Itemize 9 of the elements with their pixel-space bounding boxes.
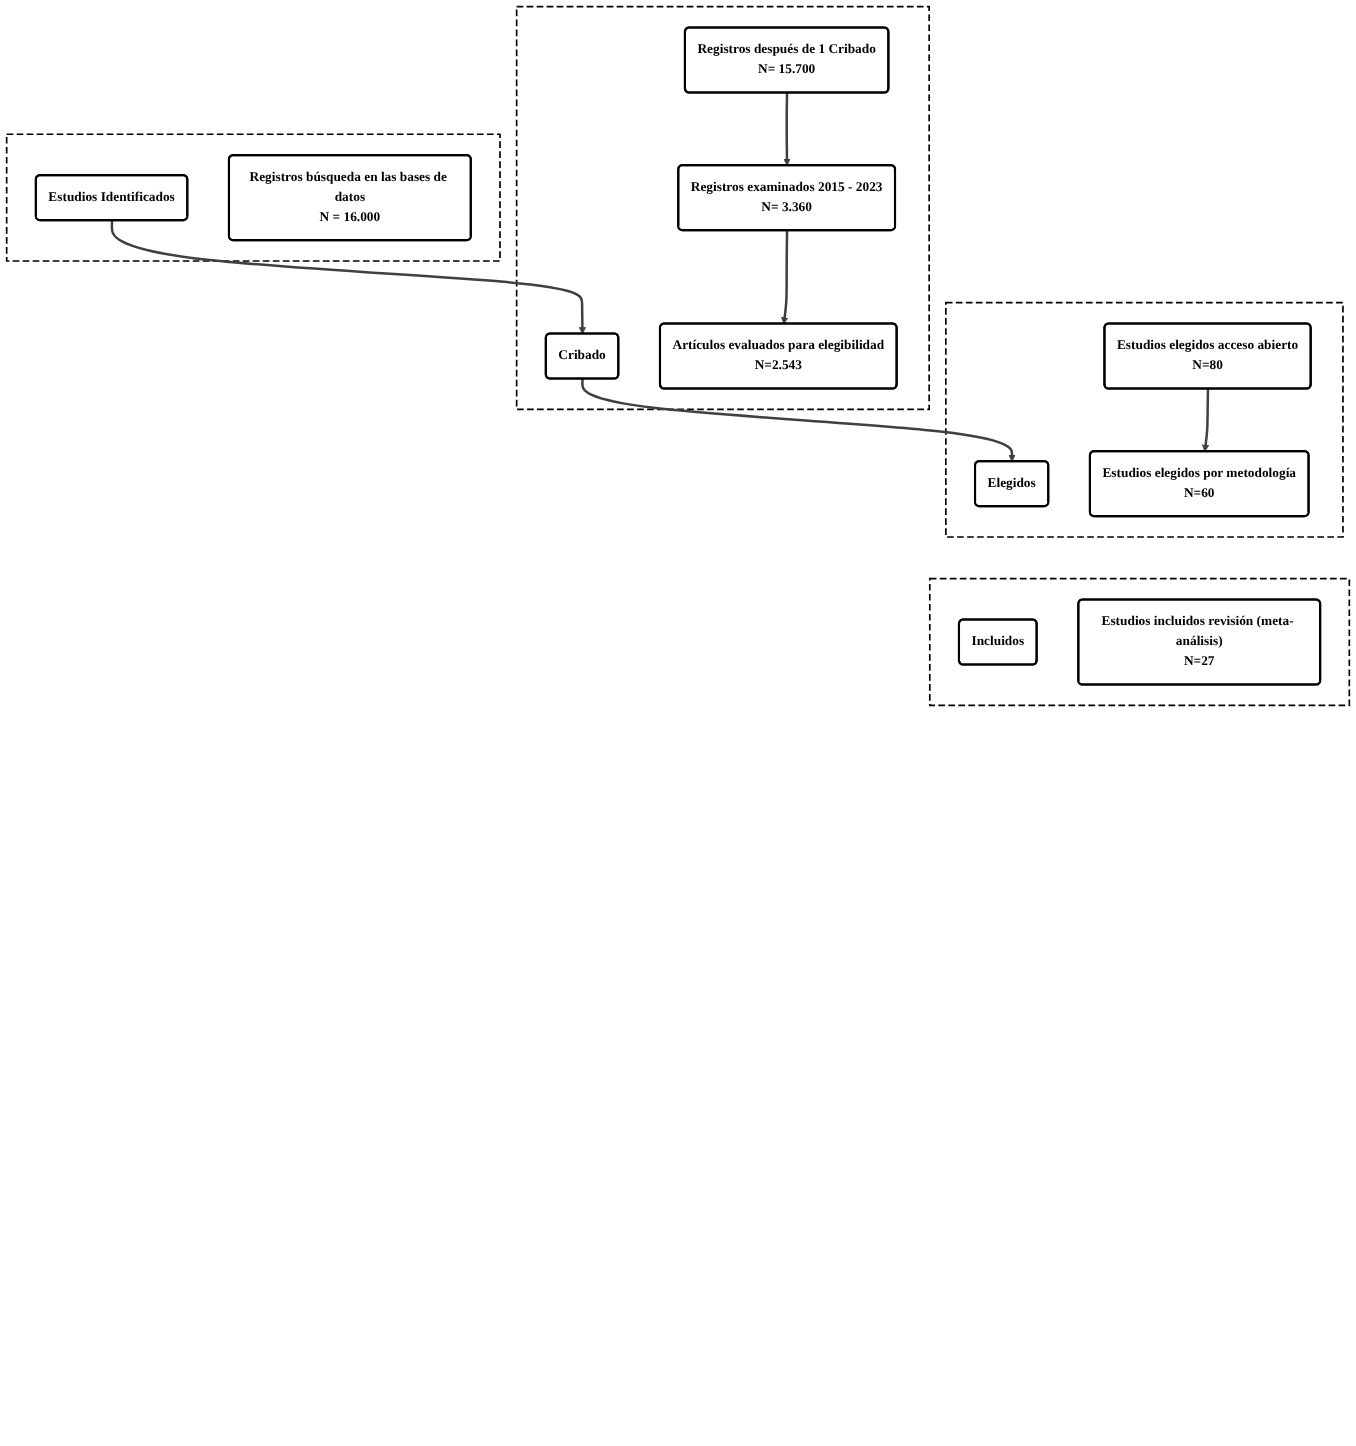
arrow	[581, 378, 1016, 462]
arrow	[1202, 388, 1210, 452]
cluster	[945, 301, 1344, 538]
arrow	[781, 230, 789, 325]
arrow	[110, 220, 587, 335]
cluster	[928, 577, 1351, 707]
cluster	[515, 5, 930, 411]
arrow	[783, 92, 791, 166]
cluster	[5, 133, 501, 262]
